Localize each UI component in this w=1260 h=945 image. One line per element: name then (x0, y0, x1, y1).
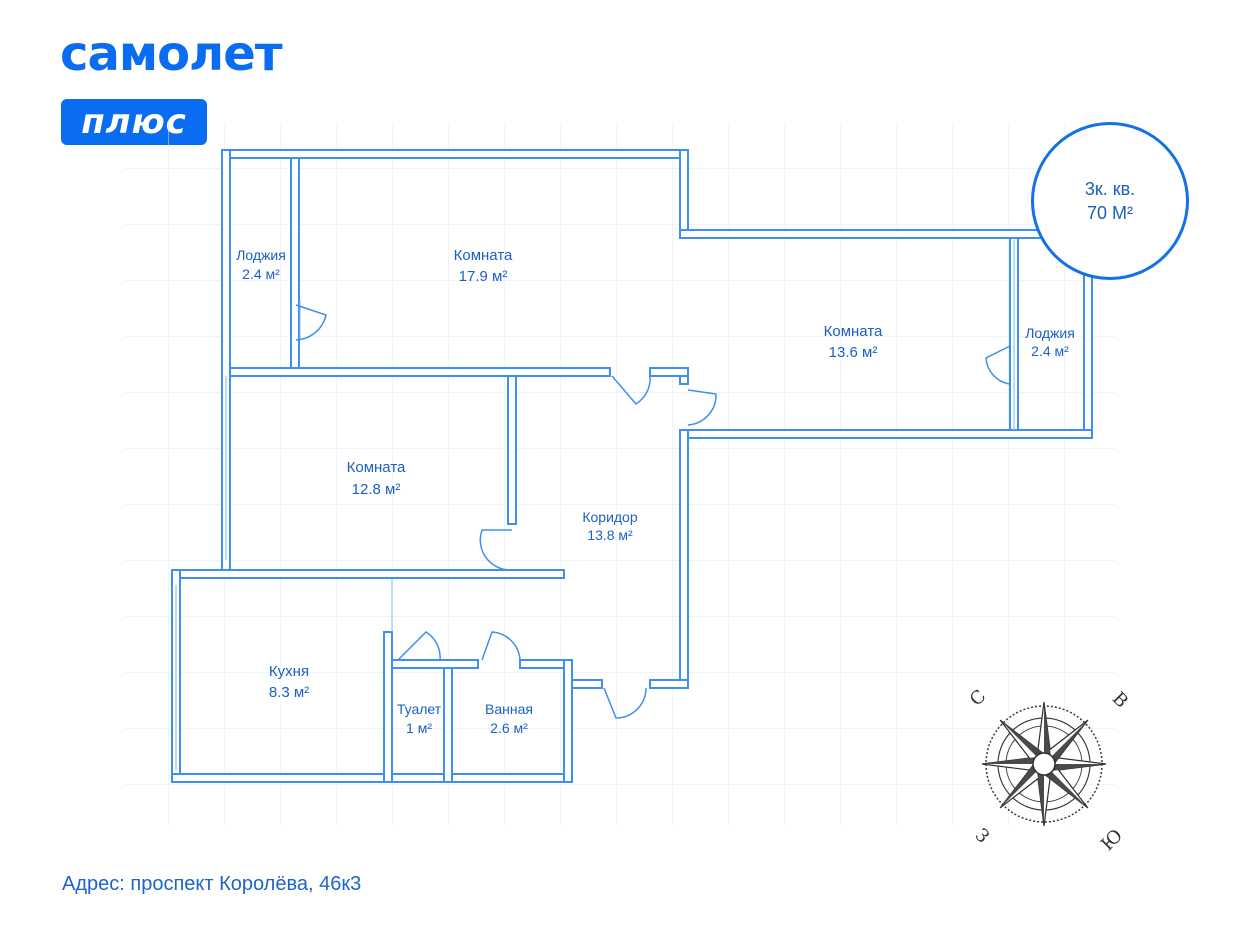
room-label-loggia-1: Лоджия 2.4 м² (236, 247, 286, 282)
room-label-room-2: Комната 13.6 м² (824, 323, 883, 361)
svg-text:8.3 м²: 8.3 м² (269, 684, 309, 701)
svg-text:Комната: Комната (824, 323, 883, 340)
apartment-badge: 3к. кв. 70 М² (1031, 122, 1189, 280)
svg-text:Лоджия: Лоджия (236, 247, 286, 263)
address-text: Адрес: проспект Королёва, 46к3 (62, 873, 362, 895)
svg-text:2.4 м²: 2.4 м² (1031, 343, 1069, 359)
svg-text:13.6 м²: 13.6 м² (829, 344, 878, 361)
svg-text:Туалет: Туалет (397, 701, 442, 717)
room-label-kitchen: Кухня 8.3 м² (269, 663, 309, 701)
svg-text:Кухня: Кухня (269, 663, 309, 680)
svg-text:12.8 м²: 12.8 м² (352, 481, 401, 498)
svg-text:Коридор: Коридор (582, 509, 638, 525)
brand-logo: самолет (60, 26, 283, 82)
svg-text:13.8 м²: 13.8 м² (587, 527, 633, 543)
svg-text:Лоджия: Лоджия (1025, 325, 1075, 341)
room-label-room-1: Комната 17.9 м² (454, 247, 513, 285)
room-label-corridor: Коридор 13.8 м² (582, 509, 638, 543)
svg-text:17.9 м²: 17.9 м² (459, 268, 508, 285)
compass-west: З (970, 825, 993, 848)
compass-south: Ю (1097, 825, 1127, 855)
svg-text:Комната: Комната (454, 247, 513, 264)
room-label-loggia-2: Лоджия 2.4 м² (1025, 325, 1075, 359)
doors (295, 304, 1011, 719)
svg-text:Комната: Комната (347, 459, 406, 476)
svg-text:Ванная: Ванная (485, 701, 533, 717)
apartment-rooms: 3к. кв. (1084, 179, 1136, 199)
svg-text:2.4 м²: 2.4 м² (242, 266, 280, 282)
walls (171, 149, 1093, 783)
room-label-bathroom: Ванная 2.6 м² (485, 701, 533, 736)
svg-text:2.6 м²: 2.6 м² (490, 720, 528, 736)
room-label-toilet: Туалет 1 м² (397, 701, 442, 736)
compass-rose: С В Ю З (966, 686, 1132, 855)
room-label-room-3: Комната 12.8 м² (347, 459, 406, 498)
apartment-area: 70 М² (1086, 203, 1133, 223)
svg-text:1 м²: 1 м² (406, 720, 432, 736)
